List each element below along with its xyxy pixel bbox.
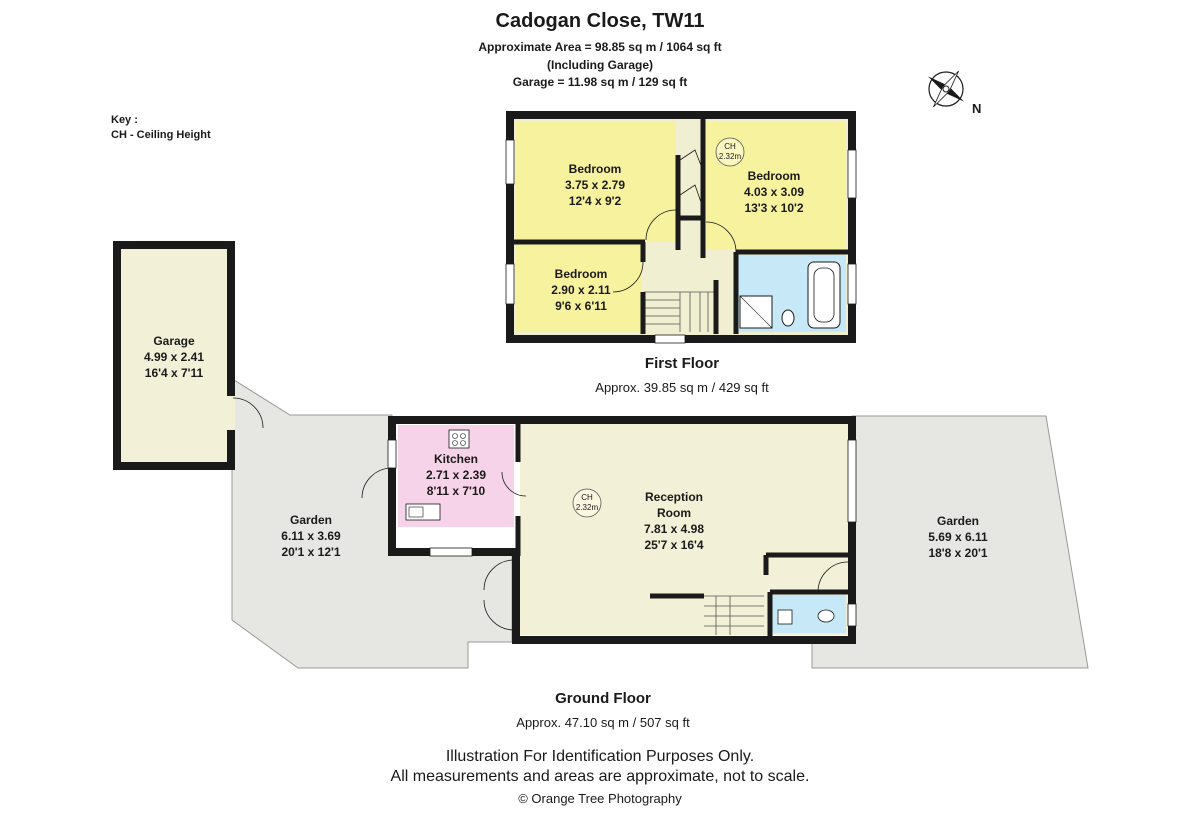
kitchen-name: Kitchen: [434, 452, 478, 466]
copyright: © Orange Tree Photography: [518, 791, 682, 806]
garden-right-name: Garden: [937, 514, 979, 528]
compass-north-label: N: [972, 101, 981, 116]
disclaimer-line-1: Illustration For Identification Purposes…: [445, 748, 755, 765]
kitchen-imperial: 8'11 x 7'10: [427, 484, 486, 498]
ground-floor-ch-label: CH: [581, 493, 593, 502]
ground-floor-title: Ground Floor: [555, 690, 651, 707]
garage: [113, 241, 235, 470]
bedroom-1-name: Bedroom: [569, 162, 622, 176]
first-floor-plan: CH 2.32m Bedroom 3.75 x 2.79 12'4 x 9'2 …: [505, 111, 857, 344]
kitchen-metric: 2.71 x 2.39: [426, 468, 486, 482]
garage-included-note: (Including Garage): [546, 58, 653, 72]
bedroom-3-imperial: 9'6 x 6'11: [555, 299, 607, 313]
garden-right-imperial: 18'8 x 20'1: [928, 546, 987, 560]
bedroom-3-metric: 2.90 x 2.11: [551, 283, 611, 297]
bedroom-2-imperial: 13'3 x 10'2: [744, 201, 803, 215]
ground-floor-stairs: [704, 595, 764, 635]
garden-left-name: Garden: [290, 513, 332, 527]
key-heading: Key :: [111, 114, 138, 126]
bedroom-3-name: Bedroom: [555, 267, 608, 281]
compass-icon: [927, 70, 965, 108]
reception-metric: 7.81 x 4.98: [644, 522, 704, 536]
reception-imperial: 25'7 x 16'4: [644, 538, 703, 552]
reception-name-line2: Room: [657, 506, 691, 520]
reception-name-line1: Reception: [645, 490, 703, 504]
plan-title: Cadogan Close, TW11: [495, 10, 705, 32]
ground-floor-ch-value: 2.32m: [576, 503, 599, 512]
approximate-area: Approximate Area = 98.85 sq m / 1064 sq …: [478, 40, 722, 54]
first-floor-bedroom-3: [516, 244, 642, 332]
garage-name: Garage: [153, 334, 195, 348]
ground-floor-plan: CH 2.32m Garage 4.99 x 2.41 16'4 x 7'11 …: [113, 241, 1089, 669]
first-floor-stairs: [644, 291, 716, 332]
key-entry: CH - Ceiling Height: [111, 129, 211, 141]
garden-left: [231, 379, 513, 669]
garage-area: Garage = 11.98 sq m / 129 sq ft: [512, 75, 688, 89]
garden-left-metric: 6.11 x 3.69: [281, 529, 341, 543]
bedroom-2-name: Bedroom: [748, 169, 801, 183]
garage-metric: 4.99 x 2.41: [144, 350, 204, 364]
bedroom-2-metric: 4.03 x 3.09: [744, 185, 804, 199]
garden-left-imperial: 20'1 x 12'1: [281, 545, 340, 559]
bedroom-1-metric: 3.75 x 2.79: [565, 178, 625, 192]
ground-floor-area: Approx. 47.10 sq m / 507 sq ft: [516, 715, 690, 730]
bedroom-1-imperial: 12'4 x 9'2: [569, 194, 622, 208]
garage-imperial: 16'4 x 7'11: [145, 366, 204, 380]
first-floor-ch-label: CH: [724, 142, 736, 151]
first-floor-title: First Floor: [644, 355, 720, 372]
first-floor-ch-value: 2.32m: [719, 152, 742, 161]
first-floor-area: Approx. 39.85 sq m / 429 sq ft: [595, 380, 769, 395]
disclaimer-line-2: All measurements and areas are approxima…: [390, 768, 810, 785]
first-floor-bedroom-1: [516, 121, 676, 241]
garden-right-metric: 5.69 x 6.11: [928, 530, 988, 544]
